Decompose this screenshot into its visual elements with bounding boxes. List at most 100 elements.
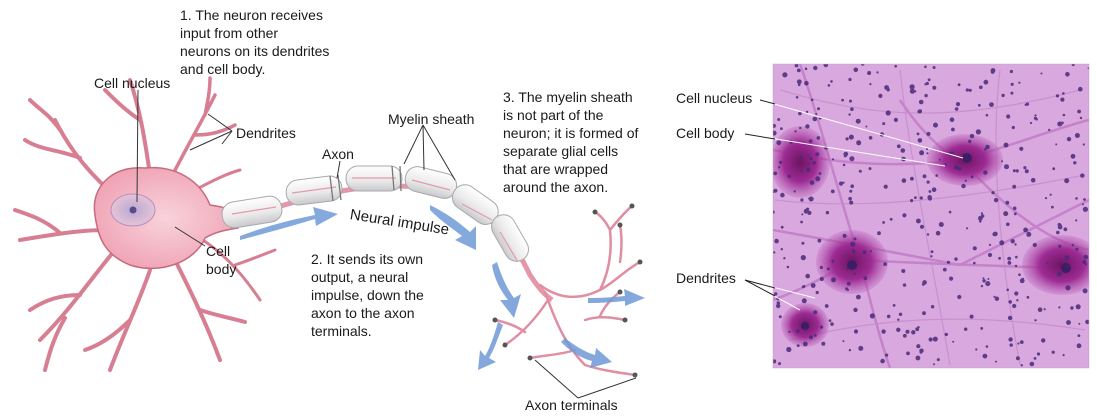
glial-dot xyxy=(975,129,982,135)
glial-dot xyxy=(841,98,844,102)
glial-dot xyxy=(1076,343,1082,349)
glial-dot xyxy=(786,265,790,269)
glial-dot xyxy=(1015,169,1019,173)
glial-dot xyxy=(808,197,811,200)
glial-dot xyxy=(926,147,929,151)
glial-dot xyxy=(806,167,811,172)
glial-dot xyxy=(1008,337,1013,342)
glial-dot xyxy=(782,72,788,78)
glial-dot xyxy=(896,144,901,149)
glial-dot xyxy=(1062,354,1065,357)
glial-dot xyxy=(856,294,861,300)
glial-dot xyxy=(831,277,836,283)
glial-dot xyxy=(863,276,868,281)
glial-dot xyxy=(802,341,808,347)
glial-dot xyxy=(995,360,997,363)
glial-dot xyxy=(795,329,800,334)
glial-dot xyxy=(964,327,968,331)
glial-dot xyxy=(982,279,986,283)
glial-dot xyxy=(935,174,938,177)
glial-dot xyxy=(924,83,927,86)
glial-dot xyxy=(849,99,852,103)
glial-dot xyxy=(984,148,987,151)
glial-dot xyxy=(773,210,775,214)
glial-dot xyxy=(1004,164,1009,170)
glial-dot xyxy=(1013,212,1017,216)
glial-dot xyxy=(861,64,865,66)
glial-dot xyxy=(842,233,847,238)
glial-dot xyxy=(966,227,969,230)
glial-dot xyxy=(843,154,847,158)
glial-dot xyxy=(932,66,936,69)
glial-dot xyxy=(803,328,807,331)
glial-dot xyxy=(1001,160,1004,163)
glial-dot xyxy=(1026,231,1032,237)
glial-dot xyxy=(985,345,989,348)
glial-dot xyxy=(1085,319,1089,325)
glial-dot xyxy=(1083,198,1086,201)
glial-dot xyxy=(927,78,931,82)
glial-dot xyxy=(892,304,896,307)
glial-dot xyxy=(998,256,1001,260)
glial-dot xyxy=(954,257,958,261)
dendrites-group xyxy=(13,76,277,372)
glial-dot xyxy=(819,325,824,329)
glial-dot xyxy=(922,280,927,285)
glial-dot xyxy=(1083,254,1089,260)
glial-dot xyxy=(848,77,852,82)
glial-dot xyxy=(926,180,930,184)
glial-dot xyxy=(812,116,818,122)
glial-dot xyxy=(868,167,872,171)
glial-dot xyxy=(816,136,821,140)
glial-dot xyxy=(1056,230,1060,235)
step-3-text: 3. The myelin sheath is not part of the … xyxy=(503,89,639,195)
glial-dot xyxy=(779,160,783,164)
glial-dot xyxy=(1056,271,1062,277)
glial-dot xyxy=(831,158,835,161)
glial-dot xyxy=(815,152,820,157)
glial-dot xyxy=(773,123,776,128)
glial-dot xyxy=(1066,320,1071,325)
glial-dot xyxy=(897,318,900,321)
glial-dot xyxy=(928,196,932,201)
glial-dot xyxy=(1073,161,1077,165)
glial-dot xyxy=(983,79,989,85)
glial-dot xyxy=(902,283,907,287)
glial-dot xyxy=(922,174,927,179)
glial-dot xyxy=(983,170,988,175)
glial-dot xyxy=(938,222,944,227)
glial-dot xyxy=(930,255,933,258)
glial-dot xyxy=(933,363,935,366)
glial-dot xyxy=(988,243,992,246)
glial-dot xyxy=(987,278,990,280)
glial-dot xyxy=(848,113,851,116)
glial-dot xyxy=(810,283,816,288)
glial-dot xyxy=(869,250,873,253)
glial-dot xyxy=(1082,260,1087,264)
glial-dot xyxy=(928,190,932,193)
axon-terminals-label: Axon terminals xyxy=(525,397,618,413)
glial-dot xyxy=(900,148,906,153)
glial-dot xyxy=(968,139,972,144)
glial-dot xyxy=(1057,224,1063,230)
glial-dot xyxy=(796,68,801,73)
glial-dot xyxy=(883,262,887,266)
glial-dot xyxy=(985,113,989,117)
glial-dot xyxy=(1082,203,1084,206)
glial-dot xyxy=(918,109,923,114)
glial-dot xyxy=(1075,304,1081,310)
glial-dot xyxy=(980,284,984,288)
glial-dot xyxy=(1014,243,1017,246)
glial-dot xyxy=(999,240,1005,246)
glial-dot xyxy=(893,117,899,122)
glial-dot xyxy=(869,83,872,86)
glial-dot xyxy=(968,88,972,92)
glial-dot xyxy=(1030,177,1036,183)
glial-dot xyxy=(853,272,856,276)
glial-dot xyxy=(842,181,845,184)
glial-dot xyxy=(1010,239,1015,244)
glial-dot xyxy=(1066,136,1072,142)
glial-dot xyxy=(804,67,808,71)
glial-dot xyxy=(831,259,835,263)
